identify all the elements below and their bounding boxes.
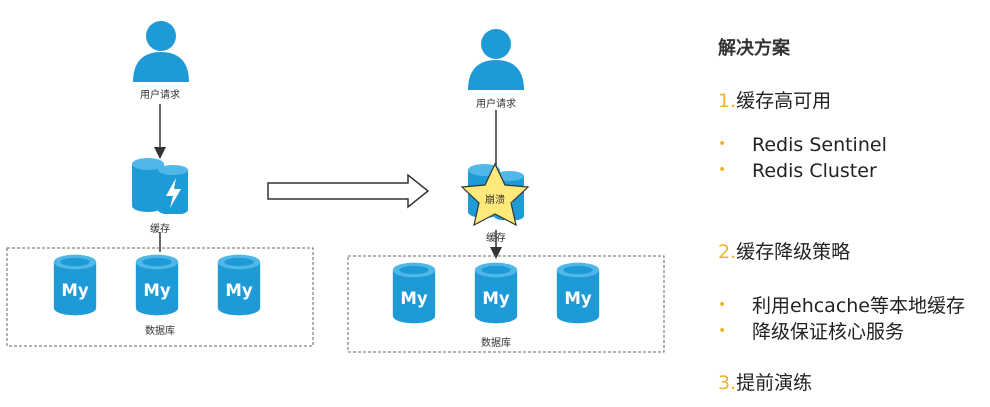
section-1-item-1-text: Redis Sentinel — [752, 134, 887, 156]
bullet-dot-icon: • — [718, 297, 727, 313]
section-2-item-1: • 利用ehcache等本地缓存 — [718, 291, 965, 318]
right-user-label: 用户请求 — [476, 99, 516, 110]
left-cache-icon — [132, 158, 188, 214]
section-2-item-2: • 降级保证核心服务 — [718, 317, 904, 344]
left-user-icon — [133, 21, 189, 82]
section-3-title: 3.提前演练 — [718, 368, 812, 395]
solution-heading: 解决方案 — [718, 38, 790, 59]
bullet-dot-icon: • — [718, 162, 727, 178]
crash-label: 崩溃 — [485, 195, 505, 206]
section-2-item-1-text: 利用ehcache等本地缓存 — [752, 295, 965, 317]
section-1-item-1: • Redis Sentinel — [718, 134, 887, 156]
right-db-icon-3 — [556, 262, 600, 324]
section-1-item-2-text: Redis Cluster — [752, 160, 877, 182]
right-user-icon — [468, 29, 524, 90]
section-2-item-2-text: 降级保证核心服务 — [752, 321, 905, 343]
right-db-icon-2 — [474, 262, 518, 324]
section-1-text: 缓存高可用 — [736, 90, 832, 112]
transition-arrow — [267, 173, 430, 209]
section-1-title: 1.缓存高可用 — [718, 86, 831, 113]
right-db-icon-1 — [392, 262, 436, 324]
section-2-text: 缓存降级策略 — [736, 241, 851, 263]
left-cache-label: 缓存 — [150, 224, 170, 235]
section-2-number: 2. — [718, 241, 737, 263]
crash-star-icon — [460, 162, 530, 227]
section-3-number: 3. — [718, 372, 737, 394]
section-1-item-2: • Redis Cluster — [718, 160, 877, 182]
solution-panel: 解决方案 1.缓存高可用 • Redis Sentinel • Redis Clus… — [712, 0, 990, 407]
bullet-dot-icon: • — [718, 323, 727, 339]
right-cache-label: 缓存 — [486, 233, 506, 244]
left-db-icon-1 — [53, 254, 97, 316]
left-db-icon-3 — [217, 254, 261, 316]
left-db-icon-2 — [135, 254, 179, 316]
bullet-dot-icon: • — [718, 136, 727, 152]
right-db-label: 数据库 — [481, 338, 511, 349]
left-user-label: 用户请求 — [140, 90, 180, 101]
section-2-title: 2.缓存降级策略 — [718, 237, 850, 264]
section-3-text: 提前演练 — [736, 372, 813, 394]
section-1-number: 1. — [718, 90, 737, 112]
left-db-group-box — [6, 247, 314, 347]
left-db-label: 数据库 — [145, 326, 175, 337]
right-db-group-box — [347, 255, 665, 353]
